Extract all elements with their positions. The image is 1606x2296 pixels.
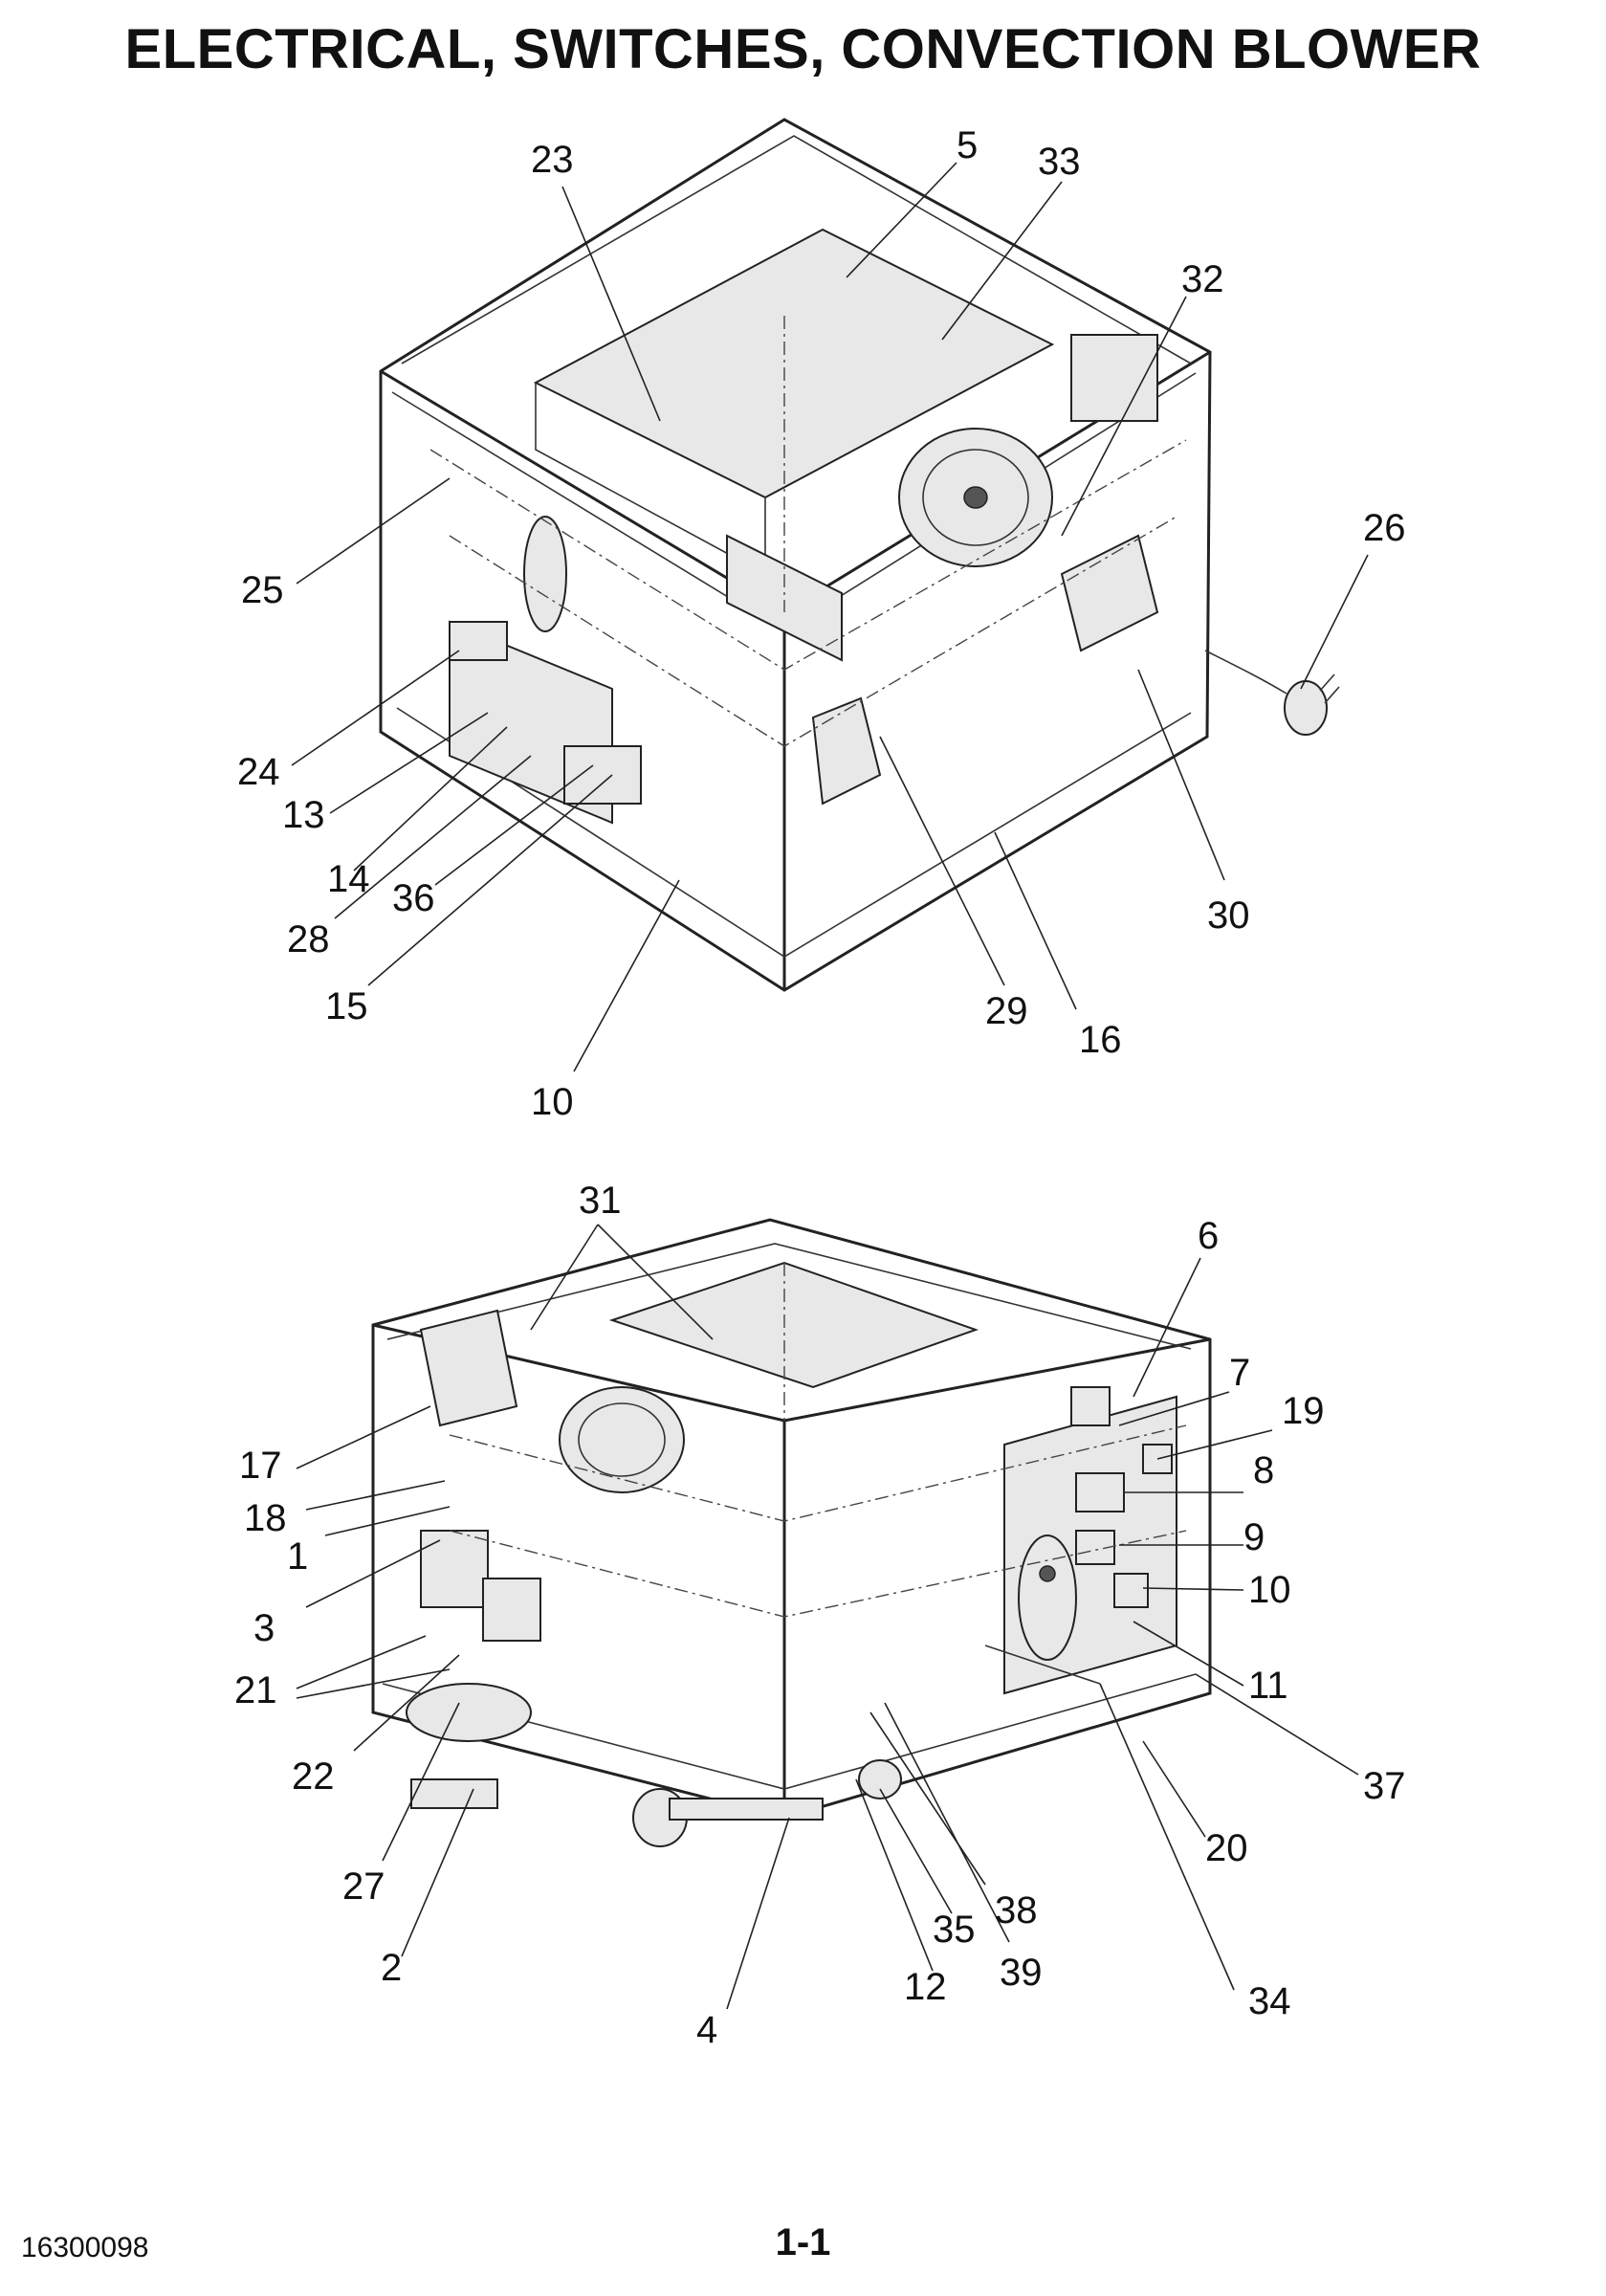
document-number: 16300098	[21, 2232, 149, 2263]
callout-36: 36	[392, 877, 435, 919]
callout-39: 39	[1000, 1952, 1043, 1994]
callout-30: 30	[1207, 894, 1250, 937]
callout-28: 28	[287, 918, 330, 960]
callout-17: 17	[239, 1445, 282, 1487]
callout-7: 7	[1229, 1352, 1250, 1394]
callout-3: 3	[253, 1607, 275, 1649]
callout-34: 34	[1248, 1980, 1291, 2022]
callout-24: 24	[237, 751, 280, 793]
top-oven-assembly-view: 23 5 33 32 26 25 24 13 14 28 36 15 10 29…	[237, 118, 1406, 1123]
callout-37: 37	[1363, 1765, 1406, 1807]
page-number: 1-1	[775, 2221, 831, 2263]
callout-27: 27	[342, 1866, 385, 1908]
callout-18: 18	[244, 1497, 287, 1539]
callout-8: 8	[1253, 1449, 1274, 1491]
callout-10-top: 10	[531, 1081, 574, 1123]
callout-23: 23	[531, 139, 574, 181]
callout-33: 33	[1038, 141, 1081, 183]
callout-1: 1	[287, 1535, 308, 1578]
callout-22: 22	[292, 1755, 335, 1798]
callout-25: 25	[241, 569, 284, 611]
callout-4: 4	[696, 2009, 717, 2051]
callout-31: 31	[579, 1180, 622, 1222]
page-title: ELECTRICAL, SWITCHES, CONVECTION BLOWER	[124, 18, 1482, 80]
callout-11: 11	[1248, 1665, 1288, 1707]
callout-21: 21	[234, 1669, 277, 1711]
callout-20: 20	[1205, 1827, 1248, 1869]
callout-19: 19	[1282, 1390, 1325, 1432]
callout-6: 6	[1198, 1215, 1219, 1257]
callout-2: 2	[381, 1947, 402, 1989]
callout-29: 29	[985, 990, 1028, 1032]
callout-14: 14	[327, 858, 370, 900]
callout-38: 38	[995, 1889, 1038, 1932]
callout-9: 9	[1243, 1516, 1265, 1558]
callout-16: 16	[1079, 1019, 1122, 1061]
callout-26: 26	[1363, 507, 1406, 549]
callout-35: 35	[933, 1909, 976, 1951]
callout-13: 13	[282, 794, 325, 836]
callout-5: 5	[957, 124, 978, 166]
bottom-oven-assembly-view: 31 6 7 19 8 9 10 11 37 17 18 1 3 21 22 2…	[234, 1180, 1406, 2051]
callout-10-bottom: 10	[1248, 1569, 1291, 1611]
callout-32: 32	[1181, 258, 1224, 300]
callout-12: 12	[904, 1966, 947, 2008]
callout-15: 15	[325, 985, 368, 1027]
